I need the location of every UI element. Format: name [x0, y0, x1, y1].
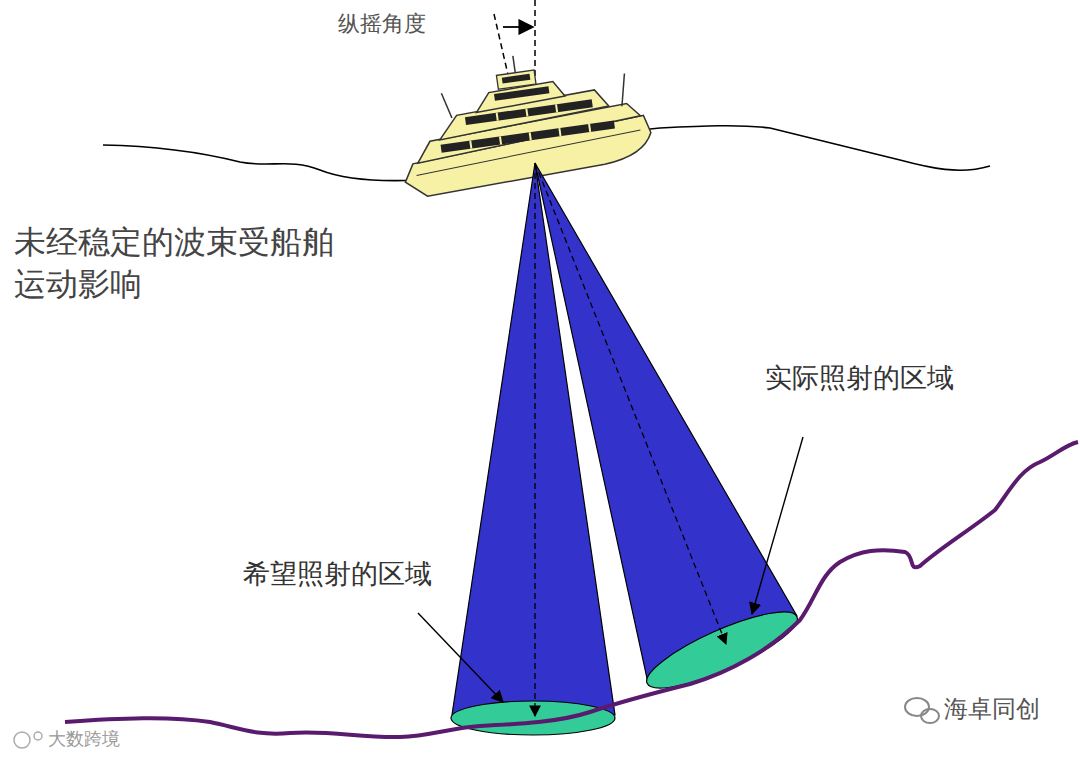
callout-label: 实际照射的区域 [765, 360, 1005, 395]
note-text: 未经稳定的波束受船舶运动影响 [14, 222, 364, 305]
angle-label: 纵摇角度 [338, 10, 478, 39]
actual-axis [535, 163, 726, 644]
desired-axis [534, 163, 535, 716]
watermark: 海卓同创 [944, 694, 1074, 725]
actual-footprint [639, 598, 805, 701]
watermark-icon [14, 732, 42, 748]
ship [390, 38, 655, 199]
angle-arrow [503, 26, 533, 28]
callout-label: 希望照射的区域 [243, 556, 483, 591]
desired-footprint [451, 701, 615, 735]
watermark: 大数跨境 [48, 727, 168, 750]
vertical-reference [534, 0, 536, 78]
wechat-icon [905, 698, 939, 723]
desired-beam [452, 163, 615, 715]
actual-beam [535, 163, 797, 683]
leader-line [418, 613, 503, 702]
seafloor [65, 442, 1078, 737]
leader-line [752, 437, 803, 614]
